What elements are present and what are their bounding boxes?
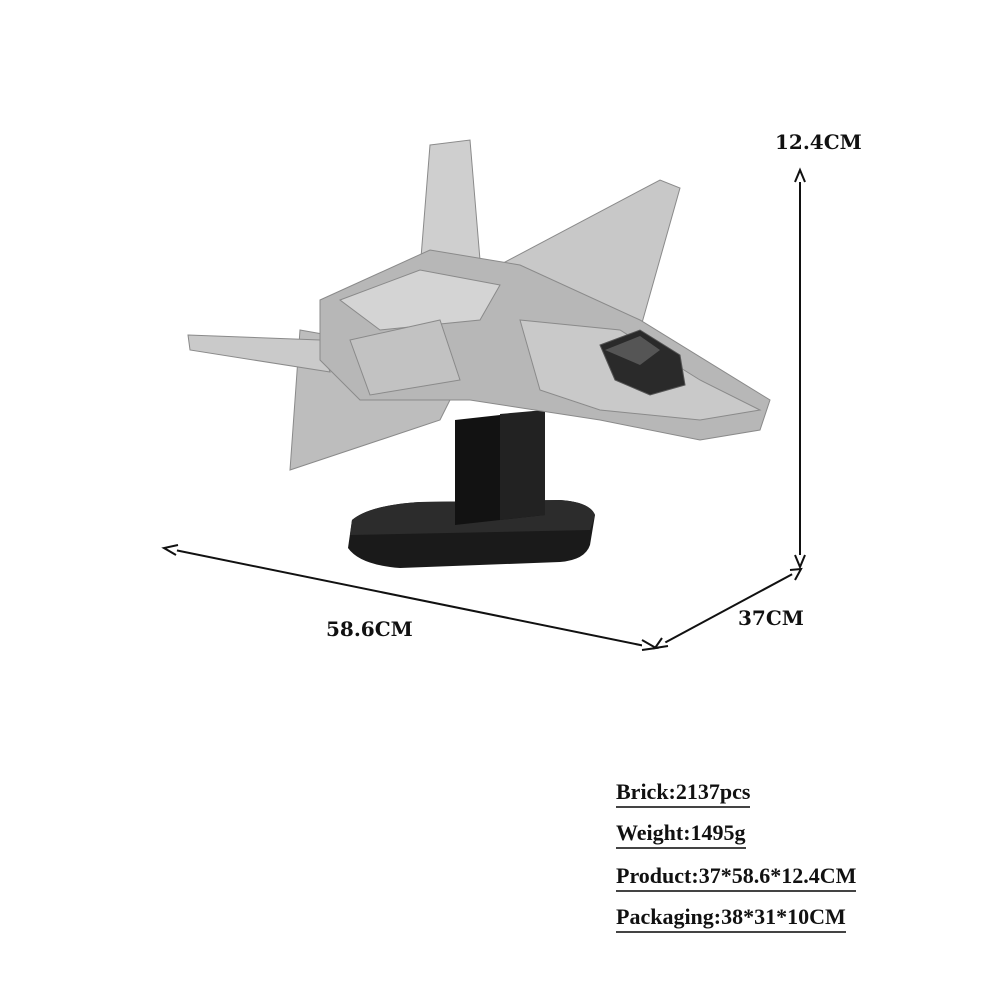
- spec-weight: Weight:1495g: [616, 820, 746, 849]
- fighter-jet-model: [187, 139, 771, 471]
- display-stand: [348, 410, 595, 568]
- dimension-lines: [161, 167, 806, 651]
- spec-packaging-size: Packaging:38*31*10CM: [616, 904, 846, 933]
- spec-product-size: Product:37*58.6*12.4CM: [616, 863, 857, 892]
- width-dimension-label: 37CM: [738, 606, 804, 630]
- length-dimension-label: 58.6CM: [326, 617, 413, 641]
- spec-brick-count: Brick:2137pcs: [616, 779, 751, 808]
- height-dimension-label: 12.4CM: [775, 130, 862, 154]
